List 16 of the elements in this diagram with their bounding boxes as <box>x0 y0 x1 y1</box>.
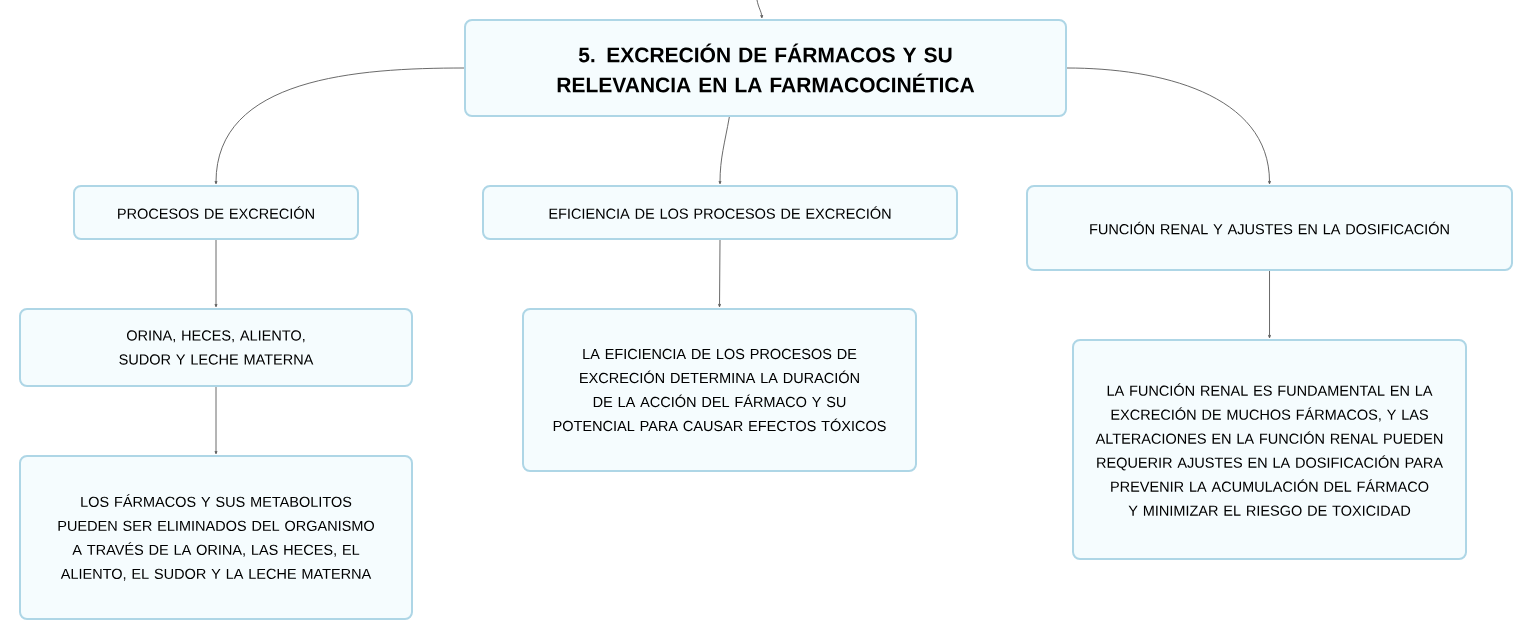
arrow <box>214 67 465 185</box>
arrow <box>1268 270 1271 339</box>
arrow <box>718 239 721 308</box>
topic-box: EFICIENCIA DE LOS PROCESOS DE EXCRECIÓN <box>482 185 958 240</box>
arrow <box>214 386 218 455</box>
topic-box: ORINA, HECES, ALIENTO, SUDOR Y LECHE MATERNA <box>19 308 413 387</box>
topic-box: FUNCIÓN RENAL Y AJUSTES EN LA DOSIFICACIÓN <box>1026 185 1513 271</box>
arrow <box>1066 67 1271 185</box>
topic-box: LA EFICIENCIA DE LOS PROCESOS DE EXCRECIÓN DETERMINA LA DURACIÓN DE LA ACCIÓN DEL FÁRMACO Y SU POTENCIAL PARA CAUSAR EFECTOS TÓXICOS <box>522 308 917 472</box>
arrow <box>214 239 218 308</box>
topic-box: PROCESOS DE EXCRECIÓN <box>73 185 359 240</box>
topic-box: LA FUNCIÓN RENAL ES FUNDAMENTAL EN LA EXCRECIÓN DE MUCHOS FÁRMACOS, Y LAS ALTERACIONES EN LA FUNCIÓN RENAL PUEDEN REQUERIR AJUSTES EN LA DOSIFICACIÓN PARA PREVENIR LA ACUMULACIÓN DEL FÁRMACO Y MINIMIZAR EL RIESGO DE TOXICIDAD <box>1072 339 1467 560</box>
title-box: 5. EXCRECIÓN DE FÁRMACOS Y SU RELEVANCIA EN LA FARMACOCINÉTICA <box>464 19 1067 117</box>
arrow <box>756 0 764 19</box>
topic-box: LOS FÁRMACOS Y SUS METABOLITOS PUEDEN SER ELIMINADOS DEL ORGANISMO A TRAVÉS DE LA ORINA, LAS HECES, EL ALIENTO, EL SUDOR Y LA LECHE MATERNA <box>19 455 413 620</box>
arrow <box>718 116 730 185</box>
